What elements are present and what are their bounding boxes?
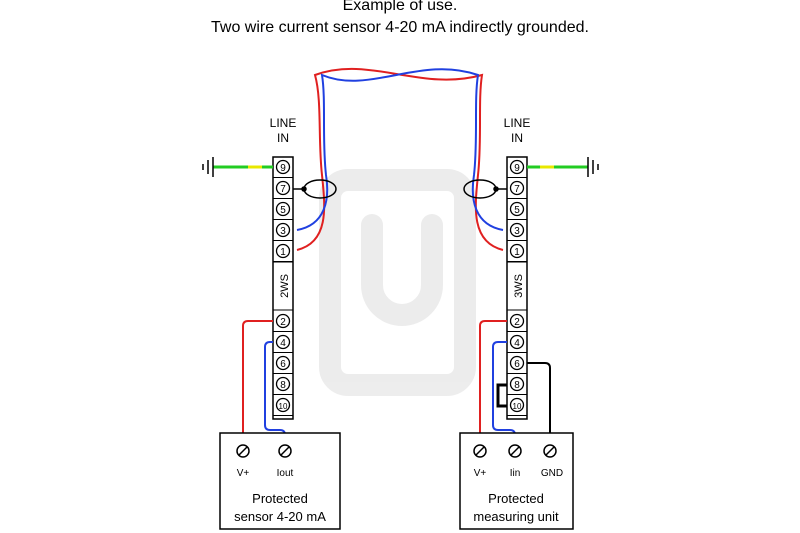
right-device-label-2: measuring unit	[473, 509, 559, 524]
left-line-label-2: IN	[277, 131, 289, 145]
left-blue-down-wire	[264, 341, 286, 442]
left-ground-icon	[202, 157, 214, 177]
left-device-label-2: sensor 4-20 mA	[234, 509, 326, 524]
right-terminal-number: 5	[514, 205, 520, 216]
right-jumper-8-10	[496, 383, 507, 408]
left-device-label-1: Protected	[252, 491, 308, 506]
right-module-name: 3WS	[513, 274, 525, 298]
left-shield-ellipse	[293, 179, 337, 199]
right-black-gnd-wire	[527, 362, 551, 442]
left-terminal-label-iout: Iout	[277, 468, 294, 479]
left-terminal-6: 6	[273, 355, 293, 374]
right-terminal-number: 1	[514, 247, 520, 258]
right-surge-module: LINE IN 3WS 9 7 5 3 1 2 4 6 8 10	[504, 116, 531, 420]
right-terminal-3: 3	[507, 222, 527, 241]
right-terminal-label-iin: Iin	[510, 468, 521, 479]
right-device-terminal-icon	[473, 444, 557, 458]
right-terminal-9: 9	[507, 159, 527, 178]
left-surge-module: LINE IN 2WS 9 7 5 3 1 2 4 6 8 10	[270, 116, 297, 420]
left-terminal-10: 10	[273, 397, 293, 416]
right-shield-ellipse	[463, 179, 507, 199]
right-terminal-4: 4	[507, 334, 527, 353]
left-terminal-number: 1	[280, 247, 286, 258]
left-terminal-label-vplus: V+	[237, 468, 250, 479]
watermark-logo	[319, 169, 476, 396]
left-terminal-number: 5	[280, 205, 286, 216]
right-terminal-number: 6	[514, 359, 520, 370]
left-terminal-number: 10	[279, 402, 288, 411]
left-terminal-number: 6	[280, 359, 286, 370]
left-terminal-7: 7	[273, 180, 293, 199]
right-device-label-1: Protected	[488, 491, 544, 506]
right-terminal-number: 3	[514, 226, 520, 237]
right-line-label-2: IN	[511, 131, 523, 145]
left-terminal-number: 7	[280, 184, 286, 195]
right-terminal-number: 4	[514, 338, 520, 349]
left-line-label-1: LINE	[270, 116, 297, 130]
left-protected-device: V+ Iout Protected sensor 4-20 mA	[219, 432, 341, 530]
left-module-name: 2WS	[279, 274, 291, 298]
left-device-terminal-icon	[236, 444, 292, 458]
left-terminal-2: 2	[273, 313, 293, 332]
right-terminal-5: 5	[507, 201, 527, 220]
left-terminal-9: 9	[273, 159, 293, 178]
left-terminal-8: 8	[273, 376, 293, 395]
right-protected-device: V+ Iin GND Protected measuring unit	[459, 432, 574, 530]
right-terminal-number: 10	[513, 402, 522, 411]
right-terminal-1: 1	[507, 243, 527, 262]
right-lower-wires	[479, 320, 551, 442]
right-terminal-number: 7	[514, 184, 520, 195]
left-terminal-number: 8	[280, 380, 286, 391]
right-terminal-label-gnd: GND	[541, 468, 563, 479]
right-line-label-1: LINE	[504, 116, 531, 130]
right-terminal-6: 6	[507, 355, 527, 374]
right-ground	[527, 157, 599, 177]
left-lower-wires	[242, 320, 286, 442]
left-ground	[202, 157, 273, 177]
left-terminal-number: 3	[280, 226, 286, 237]
right-red-down-wire	[479, 320, 507, 442]
left-red-down-wire	[242, 320, 273, 442]
title-line-2: Two wire current sensor 4-20 mA indirect…	[211, 19, 589, 36]
right-blue-down-wire	[492, 341, 516, 442]
right-terminal-10: 10	[507, 397, 527, 416]
title-line-1: Example of use.	[342, 0, 458, 14]
right-terminal-label-vplus: V+	[474, 468, 487, 479]
left-terminal-5: 5	[273, 201, 293, 220]
left-terminal-number: 9	[280, 163, 286, 174]
right-terminal-8: 8	[507, 376, 527, 395]
right-terminal-7: 7	[507, 180, 527, 199]
right-ground-icon	[587, 157, 599, 177]
right-terminal-2: 2	[507, 313, 527, 332]
left-terminal-number: 4	[280, 338, 286, 349]
left-terminal-1: 1	[273, 243, 293, 262]
right-terminal-number: 9	[514, 163, 520, 174]
left-terminal-3: 3	[273, 222, 293, 241]
right-terminal-number: 8	[514, 380, 520, 391]
left-terminal-number: 2	[280, 317, 286, 328]
blue-wire-overhead	[296, 68, 504, 231]
left-terminal-4: 4	[273, 334, 293, 353]
right-terminal-number: 2	[514, 317, 520, 328]
